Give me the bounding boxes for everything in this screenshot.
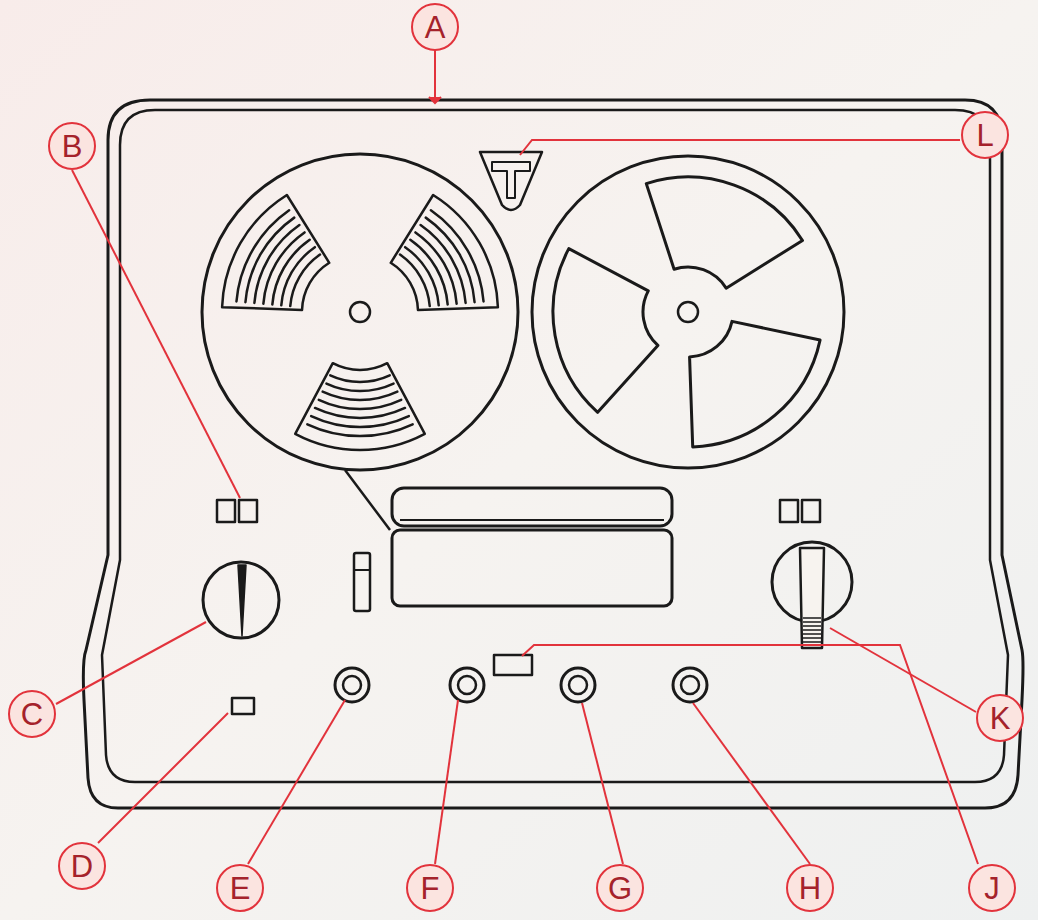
callout-circle: B [48, 122, 96, 170]
head-base [392, 530, 672, 606]
callout-circle: J [968, 864, 1016, 912]
reel-windings [222, 195, 498, 450]
sockets [335, 668, 707, 702]
slider-mark [354, 569, 370, 571]
callout-circle: F [406, 864, 454, 912]
tape [345, 470, 390, 530]
reel-hub [350, 302, 370, 322]
callout-circle: E [216, 864, 264, 912]
callout-letter: C [21, 699, 43, 730]
tape-guide [480, 152, 542, 210]
head-cover [392, 488, 672, 526]
housing-outer [83, 100, 1023, 808]
tape-guide-t [492, 162, 530, 198]
right-reel [532, 156, 844, 468]
callout-letter: B [62, 131, 83, 162]
callout-circle: D [58, 842, 106, 890]
counter [494, 655, 532, 675]
leader-lines [56, 45, 978, 864]
lever-grip [803, 618, 821, 642]
head-slot [400, 519, 664, 521]
callout-circle: K [976, 694, 1024, 742]
indicator [780, 500, 798, 522]
callout-letter: G [608, 873, 632, 904]
callout-circle: L [961, 111, 1009, 159]
callout-letter: E [230, 873, 251, 904]
indicator [217, 500, 235, 522]
callout-circle: A [411, 3, 459, 51]
left-reel [202, 154, 518, 470]
switch [232, 698, 254, 714]
slider [354, 553, 370, 611]
knob-pointer [238, 565, 246, 636]
callout-letter: K [990, 703, 1011, 734]
volume-knob [203, 562, 279, 638]
indicator [802, 500, 820, 522]
selector-lever [800, 548, 824, 648]
callout-circle: G [596, 864, 644, 912]
callout-circle: C [8, 690, 56, 738]
reel-hub [678, 302, 698, 322]
callout-letter: L [976, 120, 993, 151]
housing-inner [102, 110, 1008, 782]
reel-cutouts [553, 177, 820, 447]
callout-letter: J [984, 873, 1000, 904]
callout-letter: D [71, 851, 93, 882]
callout-letter: F [421, 873, 440, 904]
callout-letter: A [425, 12, 446, 43]
indicator [239, 500, 257, 522]
callout-circle: H [786, 864, 834, 912]
callout-letter: H [799, 873, 821, 904]
